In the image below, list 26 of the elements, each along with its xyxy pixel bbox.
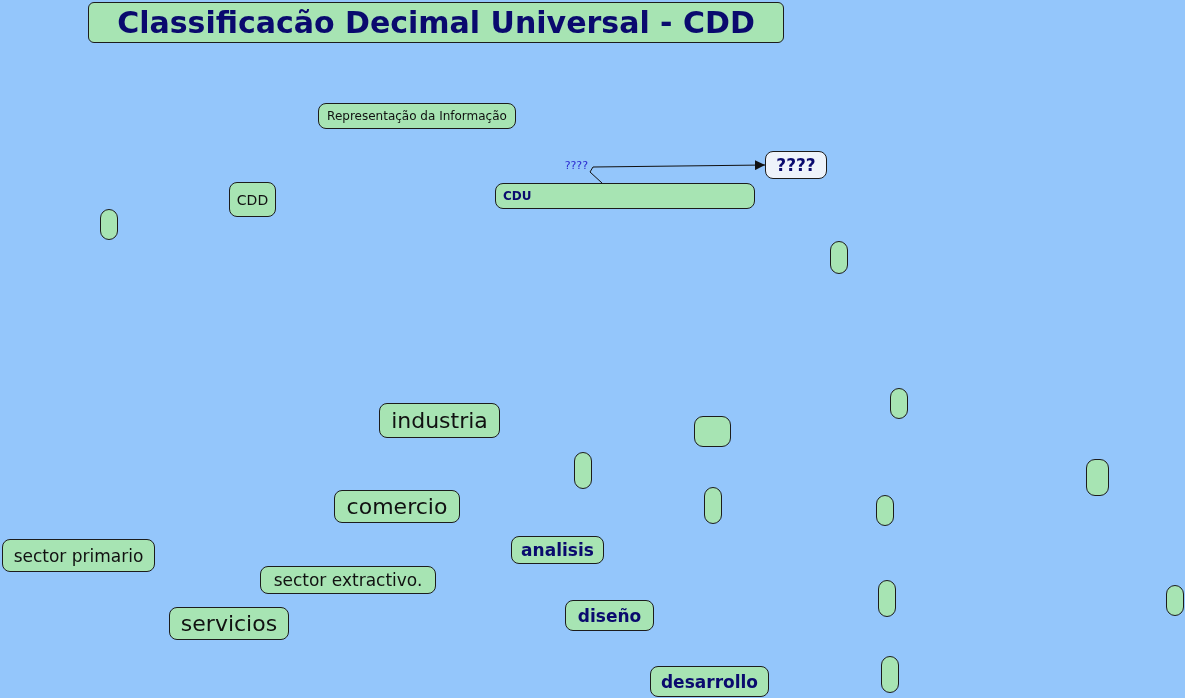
concept-box: CDD <box>229 182 276 217</box>
empty-concept-box <box>830 241 848 274</box>
empty-concept-box <box>876 495 894 526</box>
edge-label: ???? <box>563 160 589 172</box>
empty-concept-box <box>878 580 896 617</box>
concept-box: sector primario <box>2 539 155 572</box>
concept-box: servicios <box>169 607 289 640</box>
concept-box: CDU <box>495 183 755 209</box>
empty-concept-box <box>881 656 899 693</box>
empty-concept-box <box>1086 459 1109 496</box>
concept-box: comercio <box>334 490 460 523</box>
concept-box: industria <box>379 403 500 438</box>
concept-box: analisis <box>511 536 604 564</box>
title-box: Classificacão Decimal Universal - CDD <box>88 2 784 43</box>
empty-concept-box <box>574 452 592 489</box>
concept-box: sector extractivo. <box>260 566 436 594</box>
empty-concept-box <box>704 487 722 524</box>
concept-box: Representação da Informação <box>318 103 516 129</box>
empty-concept-box <box>100 209 118 240</box>
empty-concept-box <box>694 416 731 447</box>
empty-concept-box <box>1166 585 1184 616</box>
concept-box: desarrollo <box>650 666 769 697</box>
arrow <box>589 160 766 184</box>
empty-concept-box <box>890 388 908 419</box>
concept-box: ???? <box>765 151 827 179</box>
concept-box: diseño <box>565 600 654 631</box>
